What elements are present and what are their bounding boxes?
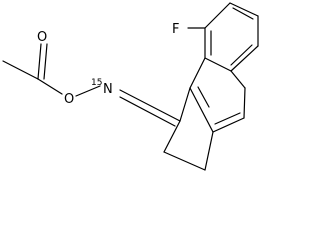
imine-double-bond-a	[119, 89, 181, 122]
fluorine-label: F	[172, 22, 179, 37]
nitrogen-isotope-label: 15	[91, 78, 102, 88]
ring-bond	[243, 87, 246, 119]
ring-bond	[189, 87, 214, 133]
nitrogen-label: N	[103, 82, 113, 97]
inner-double-bond	[232, 7, 254, 20]
ring-bond	[230, 70, 246, 89]
ring-bond	[229, 2, 259, 17]
ring-bond	[204, 2, 231, 29]
ring-bond	[212, 117, 245, 133]
methyl-bond	[2, 60, 39, 80]
ester-bond	[37, 78, 63, 95]
ring-bond	[230, 45, 259, 72]
inner-double-bond	[197, 86, 210, 108]
naphthalene-rings	[189, 2, 259, 133]
inner-double-bond	[230, 44, 253, 66]
carbonyl-double-bond-b	[43, 43, 48, 80]
ring-bond	[163, 151, 206, 171]
ring-bond	[189, 57, 206, 89]
cyclopentane-ring	[163, 87, 214, 171]
oxime-linkage	[75, 85, 181, 127]
carbonyl-oxygen-label: O	[37, 30, 47, 45]
ring-bond	[204, 131, 214, 171]
carbonyl-double-bond-a	[37, 43, 42, 80]
ring-bond	[179, 87, 191, 122]
inner-double-bond	[214, 112, 241, 125]
chemical-structure: F O 15 N O	[2, 2, 259, 171]
ring-bond	[163, 120, 181, 153]
imine-double-bond-b	[119, 96, 176, 127]
o-n-bond	[75, 85, 101, 97]
acetyl-group	[2, 43, 63, 95]
ring-bond	[204, 57, 232, 72]
ester-oxygen-label: O	[64, 92, 74, 107]
